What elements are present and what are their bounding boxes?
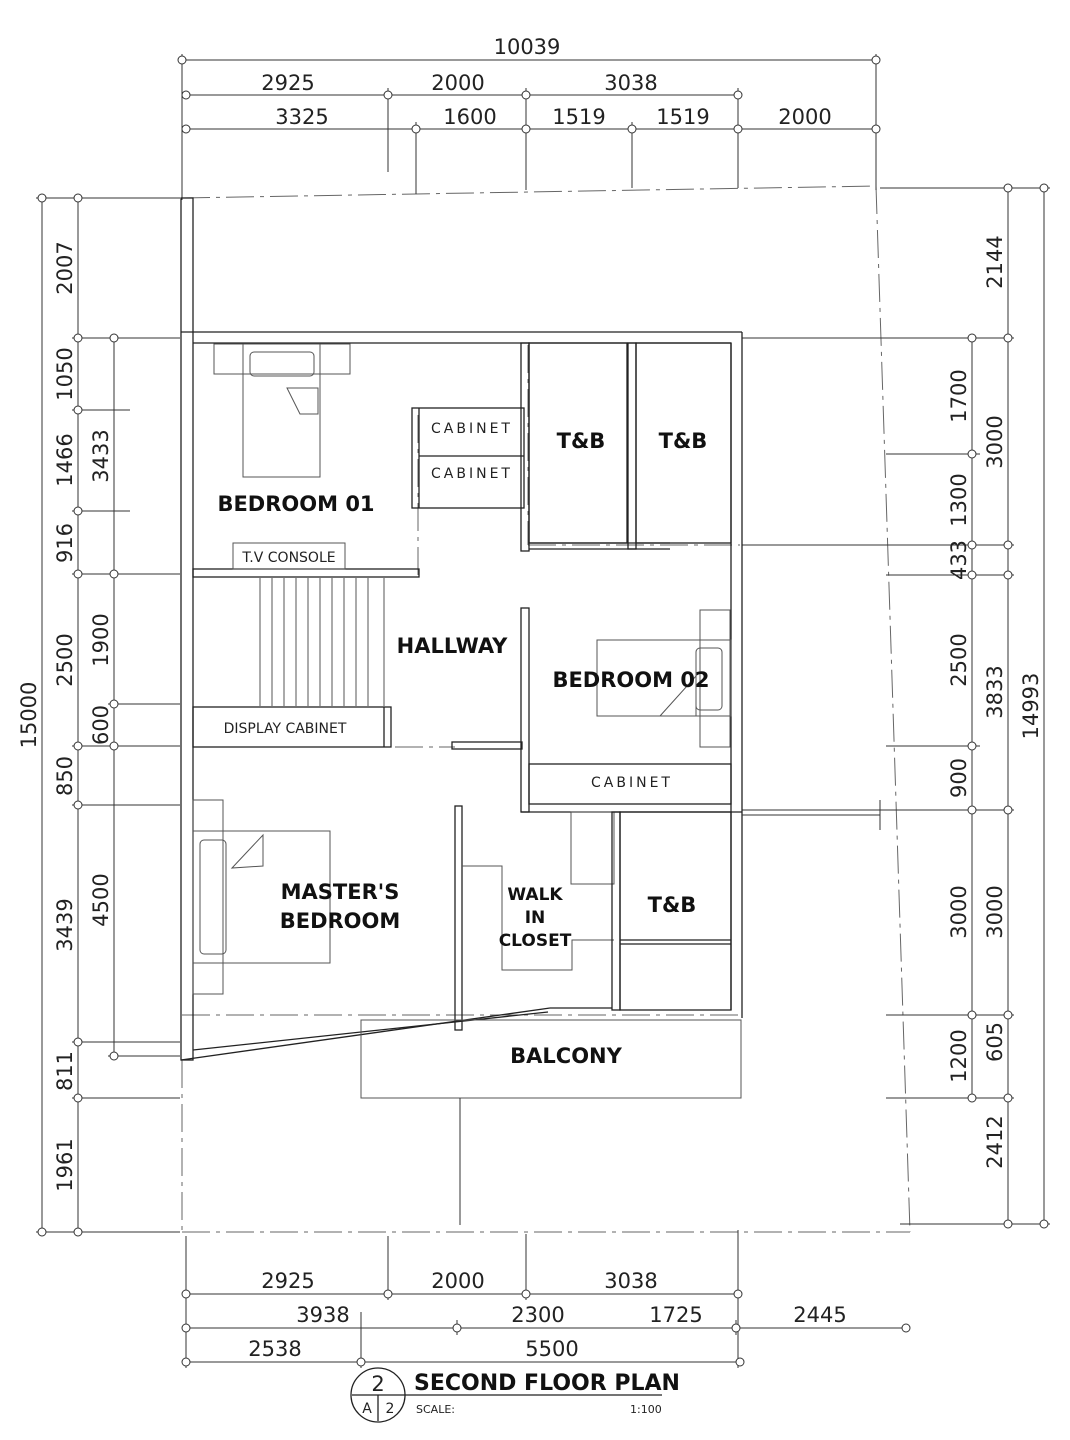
dim-top-r2-e: 2000 xyxy=(778,105,831,129)
dim-bot-r1-b: 2000 xyxy=(431,1269,484,1293)
dim-right-c2-a: 2144 xyxy=(983,235,1007,288)
dim-left-c1-d: 916 xyxy=(53,523,77,563)
dim-right-c1-b: 1300 xyxy=(947,473,971,526)
dim-right-c1-a: 1700 xyxy=(947,369,971,422)
dim-right-c2-c: 3833 xyxy=(983,665,1007,718)
dim-bot-r1-a: 2925 xyxy=(261,1269,314,1293)
dim-left-c1-e: 2500 xyxy=(53,633,77,686)
dim-left-c1-i: 1961 xyxy=(53,1138,77,1191)
dim-top-overall: 10039 xyxy=(494,35,561,59)
title-block: 2 A 2 SECOND FLOOR PLAN SCALE: 1:100 xyxy=(350,1367,680,1423)
dim-bot-r1-c: 3038 xyxy=(604,1269,657,1293)
dim-right-c1-f: 3000 xyxy=(947,885,971,938)
dim-top-r1-c: 3038 xyxy=(604,71,657,95)
room-label-hallway: HALLWAY xyxy=(397,634,508,658)
title-sheet-number: 2 xyxy=(386,1401,395,1417)
dim-top-r2-d: 1519 xyxy=(656,105,709,129)
scale-value: 1:100 xyxy=(630,1403,662,1416)
right-dimensions: 1700 1300 433 2500 900 3000 1200 2144 30… xyxy=(742,183,1050,1229)
room-label-walkin-3: CLOSET xyxy=(499,931,572,951)
label-tv-console: T.V CONSOLE xyxy=(241,550,335,566)
dim-top-r1-a: 2925 xyxy=(261,71,314,95)
dim-left-c2-b: 1900 xyxy=(89,613,113,666)
room-label-tb2: T&B xyxy=(659,429,708,453)
top-dimensions: 10039 2925 2000 3038 3325 1600 1519 1519… xyxy=(177,35,881,200)
title-sheet-letter: A xyxy=(362,1401,372,1417)
dim-bot-r2-a: 3938 xyxy=(296,1303,349,1327)
dim-left-c1-g: 3439 xyxy=(53,898,77,951)
scale-label: SCALE: xyxy=(416,1403,455,1416)
room-label-masters-2: BEDROOM xyxy=(280,909,401,933)
title-number: 2 xyxy=(371,1372,384,1396)
dim-right-outer: 14993 xyxy=(1019,673,1043,740)
dim-top-r2-a: 3325 xyxy=(275,105,328,129)
label-cabinet-b: CABINET xyxy=(431,466,513,482)
label-cabinet-a: CABINET xyxy=(431,421,513,437)
dim-bot-r2-c: 1725 xyxy=(649,1303,702,1327)
room-label-walkin-1: WALK xyxy=(507,885,563,905)
stair xyxy=(259,578,385,706)
room-label-tb1: T&B xyxy=(557,429,606,453)
label-cabinet-c: CABINET xyxy=(591,775,673,791)
dim-bot-r3-b: 5500 xyxy=(525,1337,578,1361)
dim-right-c1-g: 1200 xyxy=(947,1029,971,1082)
room-label-bedroom02: BEDROOM 02 xyxy=(552,668,709,692)
bottom-dimensions: 2925 2000 3038 3938 2300 1725 2445 2538 … xyxy=(181,1230,911,1368)
dim-top-r1-b: 2000 xyxy=(431,71,484,95)
dim-top-r2-b: 1600 xyxy=(443,105,496,129)
dim-top-r2-c: 1519 xyxy=(552,105,605,129)
dim-left-c1-b: 1050 xyxy=(53,347,77,400)
dim-left-c2-d: 4500 xyxy=(89,873,113,926)
dim-right-c1-c: 433 xyxy=(947,540,971,580)
dim-right-c2-b: 3000 xyxy=(983,415,1007,468)
dim-right-c1-d: 2500 xyxy=(947,633,971,686)
room-label-bedroom01: BEDROOM 01 xyxy=(217,492,374,516)
dim-left-c2-c: 600 xyxy=(89,705,113,745)
dim-left-outer: 15000 xyxy=(17,682,41,749)
room-labels: BEDROOM 01 T&B T&B CABINET CABINET T.V C… xyxy=(217,421,709,1068)
dim-bot-r2-d: 2445 xyxy=(793,1303,846,1327)
dim-bot-r3-a: 2538 xyxy=(248,1337,301,1361)
dim-left-c1-f: 850 xyxy=(53,756,77,796)
dim-left-c1-c: 1466 xyxy=(53,433,77,486)
walls xyxy=(180,197,881,1225)
title-text: SECOND FLOOR PLAN xyxy=(414,1371,680,1396)
dim-bot-r2-b: 2300 xyxy=(511,1303,564,1327)
label-display-cabinet: DISPLAY CABINET xyxy=(224,721,347,737)
dim-right-c1-e: 900 xyxy=(947,758,971,798)
room-label-balcony: BALCONY xyxy=(510,1044,622,1068)
room-label-walkin-2: IN xyxy=(525,908,546,928)
furniture xyxy=(192,343,732,995)
left-dimensions: 15000 2007 1050 1466 916 2500 850 3439 8… xyxy=(17,193,180,1237)
room-label-masters-1: MASTER'S xyxy=(281,880,400,904)
dim-left-c2-a: 3433 xyxy=(89,429,113,482)
dim-left-c1-h: 811 xyxy=(53,1051,77,1091)
dim-right-c2-e: 605 xyxy=(983,1022,1007,1062)
dim-right-c2-f: 2412 xyxy=(983,1115,1007,1168)
room-label-tb3: T&B xyxy=(648,893,697,917)
property-lines xyxy=(181,185,911,1233)
dim-right-c2-d: 3000 xyxy=(983,885,1007,938)
dim-left-c1-a: 2007 xyxy=(53,241,77,294)
